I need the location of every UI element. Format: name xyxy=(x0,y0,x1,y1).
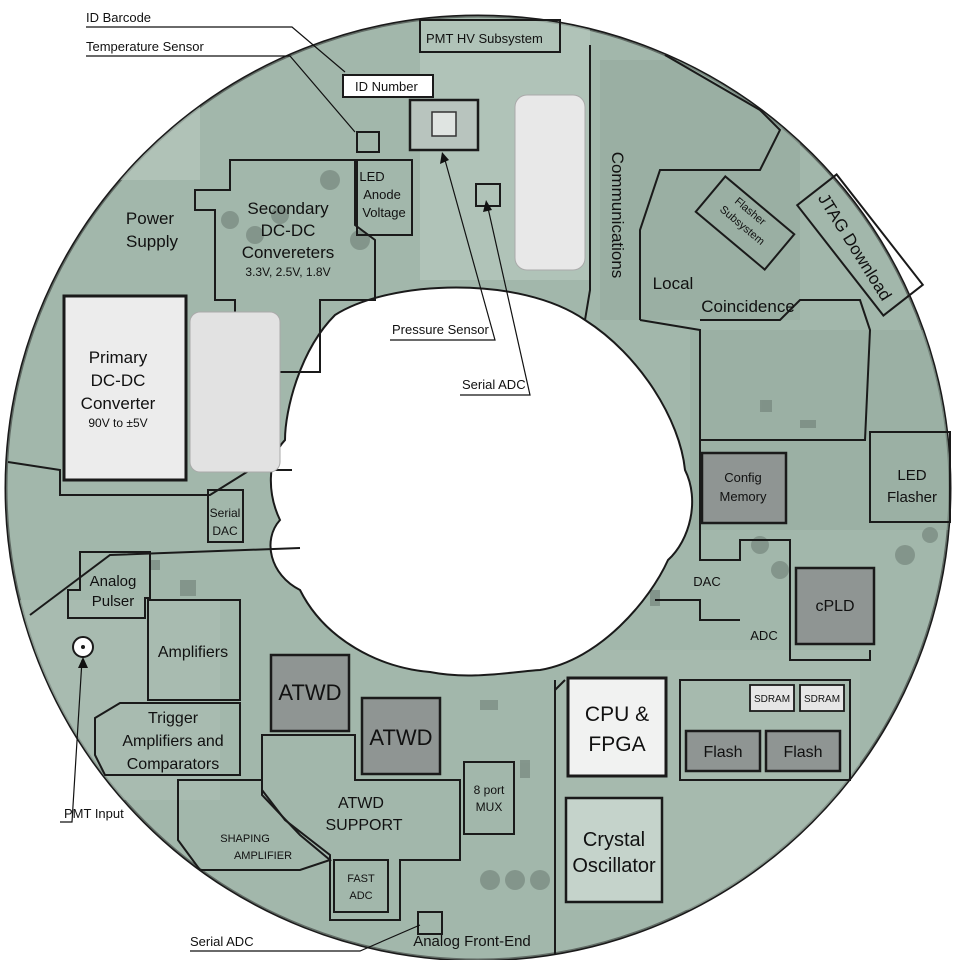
label-analog-pulser-1: Analog xyxy=(90,573,137,590)
label-config-1: Config xyxy=(724,470,762,485)
flash-chip-2 xyxy=(764,729,842,773)
label-serial-dac-2: DAC xyxy=(212,524,238,538)
label-led-flasher-1: LED xyxy=(897,467,926,484)
center-cutout xyxy=(269,286,694,677)
label-flash-2: Flash xyxy=(783,744,822,761)
trigger-amps-outline xyxy=(94,702,241,776)
primary-dcdc-box xyxy=(62,294,188,482)
label-id-number: ID Number xyxy=(355,79,419,94)
label-primary-3: Converter xyxy=(81,394,156,413)
label-adc: ADC xyxy=(750,628,777,643)
label-led-flasher-2: Flasher xyxy=(887,489,937,506)
primary-capacitor xyxy=(189,311,281,473)
label-power-2: Supply xyxy=(126,232,178,251)
label-shaping-1: SHAPING xyxy=(220,833,270,845)
label-cpld: cPLD xyxy=(815,598,854,615)
flash-chip-1 xyxy=(684,729,762,773)
region-outlines xyxy=(7,45,872,955)
label-atwd-2: ATWD xyxy=(369,725,432,750)
label-atwd-1: ATWD xyxy=(278,680,341,705)
jtag-box xyxy=(795,173,925,317)
label-primary-4: 90V to ±5V xyxy=(88,416,147,430)
label-config-2: Memory xyxy=(720,489,767,504)
label-crystal-2: Oscillator xyxy=(572,855,656,877)
label-trigger-2: Amplifiers and xyxy=(122,733,223,750)
label-coincidence: Coincidence xyxy=(701,297,795,316)
pressure-sensor-die xyxy=(431,111,457,137)
label-secondary-4: 3.3V, 2.5V, 1.8V xyxy=(245,265,330,279)
analog-pulser-outline xyxy=(67,551,151,619)
label-id-barcode: ID Barcode xyxy=(86,10,151,25)
pmt-input-pin xyxy=(81,645,85,649)
flasher-subsystem-box xyxy=(694,175,796,271)
pmt-input-arrowhead xyxy=(78,657,88,668)
amplifiers-box xyxy=(147,599,241,701)
label-communications: Communications xyxy=(608,152,627,279)
label-pressure-sensor: Pressure Sensor xyxy=(392,322,489,337)
label-dac: DAC xyxy=(693,574,720,589)
label-analog-pulser-2: Pulser xyxy=(92,593,135,610)
serial-adc-arrowhead xyxy=(483,200,492,212)
label-crystal-1: Crystal xyxy=(583,829,645,851)
atwd-chip-1 xyxy=(269,653,351,733)
label-pmt-hv: PMT HV Subsystem xyxy=(426,31,543,46)
label-cpu-2: FPGA xyxy=(588,733,645,756)
label-local: Local xyxy=(653,274,694,293)
label-fast-adc-2: ADC xyxy=(349,890,372,902)
label-trigger-1: Trigger xyxy=(148,710,199,727)
label-primary-2: DC-DC xyxy=(91,371,146,390)
label-cpu-1: CPU & xyxy=(585,703,649,726)
label-secondary-1: Secondary xyxy=(247,199,329,218)
label-primary-1: Primary xyxy=(89,348,148,367)
atwd-chip-2 xyxy=(360,696,442,776)
label-mux-1: 8 port xyxy=(474,783,505,797)
pmt-hv-box xyxy=(419,19,561,53)
pressure-arrowhead xyxy=(440,152,449,164)
shaping-amp-outline xyxy=(177,779,333,871)
label-fast-adc-1: FAST xyxy=(347,873,375,885)
pmt-hv-capacitor xyxy=(514,94,586,271)
serial-adc-bottom-chip xyxy=(417,911,443,935)
label-serial-adc-top: Serial ADC xyxy=(462,377,526,392)
cpu-fpga-chip xyxy=(566,676,668,778)
led-anode-box xyxy=(356,159,413,236)
label-atwd-support-2: SUPPORT xyxy=(325,817,402,834)
cpld-chip xyxy=(794,566,876,646)
label-analog-front-end: Analog Front-End xyxy=(413,933,531,950)
label-mux-2: MUX xyxy=(476,800,503,814)
label-trigger-3: Comparators xyxy=(127,756,219,773)
sdram-chip-2 xyxy=(799,684,845,712)
label-serial-dac-1: Serial xyxy=(210,506,241,520)
label-temperature-sensor: Temperature Sensor xyxy=(86,39,204,54)
label-amplifiers: Amplifiers xyxy=(158,644,228,661)
mux-box xyxy=(463,761,515,835)
led-flasher-box xyxy=(869,431,951,523)
label-flash-1: Flash xyxy=(703,744,742,761)
fast-adc-box xyxy=(333,859,389,913)
id-number-box xyxy=(342,74,434,98)
leader-lines xyxy=(60,26,531,952)
label-power-1: Power xyxy=(126,209,175,228)
crystal-oscillator-box xyxy=(564,796,664,904)
config-memory-chip xyxy=(700,451,788,525)
label-serial-adc-bottom: Serial ADC xyxy=(190,934,254,949)
label-led-anode-2: Anode xyxy=(363,187,401,202)
label-secondary-3: Convereters xyxy=(242,243,335,262)
label-led-anode-3: Voltage xyxy=(362,205,405,220)
label-led-anode-1: LED xyxy=(359,169,384,184)
label-secondary-2: DC-DC xyxy=(261,221,316,240)
label-pmt-input: PMT Input xyxy=(64,806,124,821)
label-atwd-support-1: ATWD xyxy=(338,795,384,812)
labels: ID Barcode Temperature Sensor PMT HV Sub… xyxy=(64,10,937,950)
label-sdram-2: SDRAM xyxy=(804,694,840,705)
label-sdram-1: SDRAM xyxy=(754,694,790,705)
serial-dac-box xyxy=(207,489,244,543)
temperature-sensor-chip xyxy=(356,131,380,153)
sdram-chip-1 xyxy=(749,684,795,712)
label-shaping-2: AMPLIFIER xyxy=(234,850,292,862)
